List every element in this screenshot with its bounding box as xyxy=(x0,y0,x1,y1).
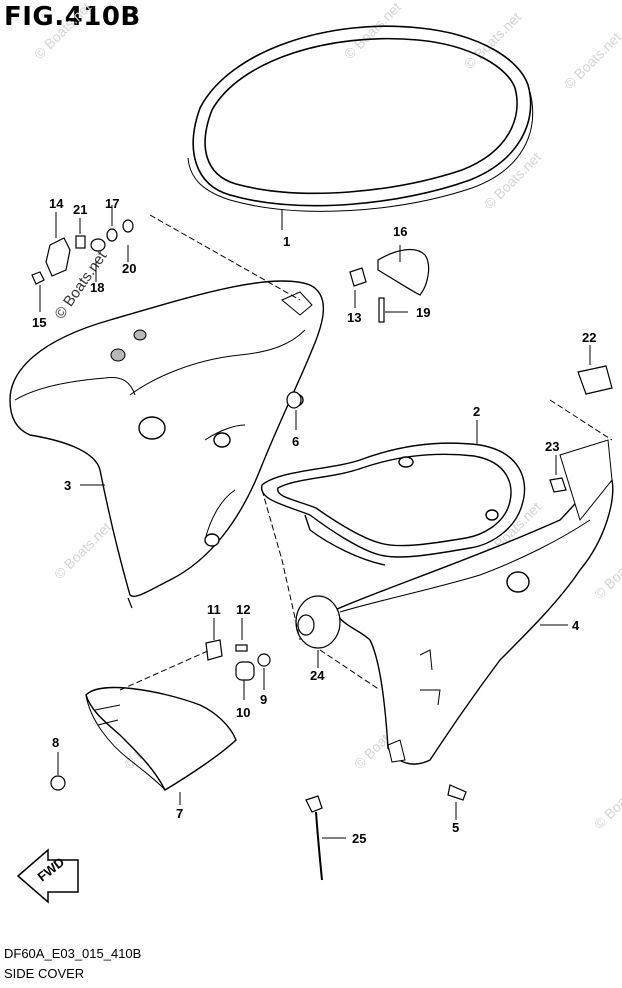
part-3-side-cover xyxy=(9,280,325,609)
callout-24: 24 xyxy=(310,668,325,683)
part-1-seal xyxy=(187,25,534,212)
fwd-arrow: FWD xyxy=(16,848,79,904)
part-7-lower-cover xyxy=(85,686,237,791)
figure-title: FIG.410B xyxy=(4,2,141,32)
watermark: © Boats.net xyxy=(341,0,404,62)
callout-7: 7 xyxy=(176,806,183,821)
diagram-code: DF60A_E03_015_410B xyxy=(4,946,142,961)
callout-19: 19 xyxy=(416,305,430,320)
callout-18: 18 xyxy=(90,280,104,295)
hardware-parts xyxy=(31,219,613,881)
callout-numbers: 1 2 3 4 5 6 7 8 9 10 11 12 13 14 15 16 1… xyxy=(32,196,596,846)
callout-15: 15 xyxy=(32,315,46,330)
callout-2: 2 xyxy=(473,404,480,419)
callout-14: 14 xyxy=(49,196,64,211)
callout-1: 1 xyxy=(283,234,290,249)
callout-16: 16 xyxy=(393,224,407,239)
watermark: © Boats.net xyxy=(591,769,622,832)
callout-22: 22 xyxy=(582,330,596,345)
callout-10: 10 xyxy=(236,705,250,720)
leader-lines xyxy=(39,205,613,839)
watermark: © Boats.net xyxy=(51,519,114,582)
callout-13: 13 xyxy=(347,310,361,325)
watermark: © Boats.net xyxy=(561,29,622,92)
callout-5: 5 xyxy=(452,820,459,835)
callout-8: 8 xyxy=(52,735,59,750)
callout-11: 11 xyxy=(207,602,221,617)
callout-12: 12 xyxy=(236,602,250,617)
part-4-side-cover xyxy=(334,439,614,765)
callout-6: 6 xyxy=(292,434,299,449)
callout-23: 23 xyxy=(545,439,559,454)
part-2-frame xyxy=(261,442,526,566)
callout-20: 20 xyxy=(122,261,136,276)
diagram-caption: SIDE COVER xyxy=(4,966,85,981)
watermark: © Boats.net xyxy=(481,149,544,212)
callout-9: 9 xyxy=(260,692,267,707)
callout-25: 25 xyxy=(352,831,366,846)
callout-17: 17 xyxy=(105,196,119,211)
callout-21: 21 xyxy=(73,202,87,217)
watermark: © Boats.net xyxy=(31,0,94,62)
callout-3: 3 xyxy=(64,478,71,493)
callout-4: 4 xyxy=(572,618,580,633)
